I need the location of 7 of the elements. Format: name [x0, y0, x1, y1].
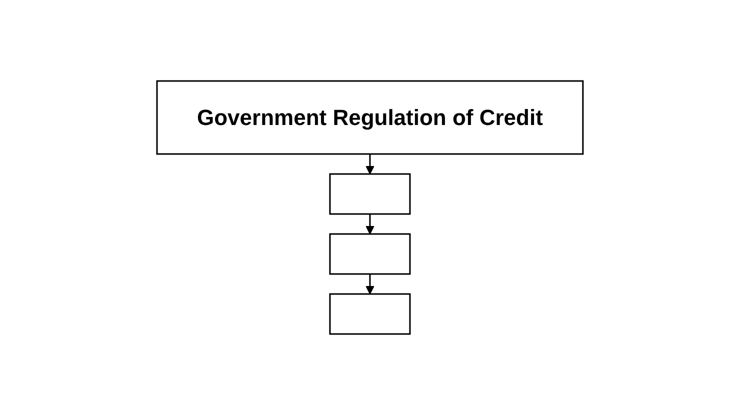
node-box [328, 173, 410, 215]
arrow [365, 274, 374, 294]
node-box [328, 293, 410, 335]
arrow [365, 154, 374, 174]
node-box: Government Regulation of Credit [156, 80, 584, 155]
arrow [365, 214, 374, 234]
node-box [328, 233, 410, 275]
